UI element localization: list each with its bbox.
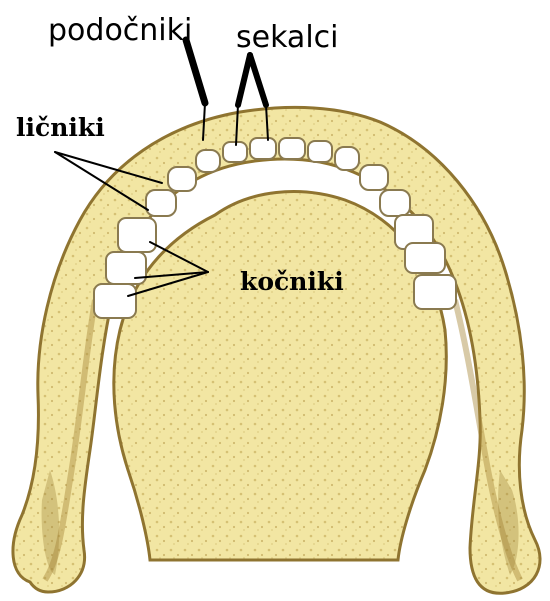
incisor-pointer xyxy=(250,55,266,105)
molar-tooth xyxy=(414,275,456,309)
incisor-tooth xyxy=(279,138,305,159)
molar-tooth xyxy=(94,284,136,318)
molar-tooth xyxy=(118,218,156,252)
premolar-tooth xyxy=(380,190,410,216)
incisor-tooth xyxy=(308,141,332,162)
premolar-tooth xyxy=(360,165,388,190)
canine-tooth xyxy=(196,150,220,172)
label-incisors: sekalci xyxy=(236,20,338,55)
molar-tooth xyxy=(106,252,146,284)
incisor-pointer xyxy=(238,55,250,105)
label-molars: kočniki xyxy=(240,267,344,296)
molar-tooth xyxy=(405,243,445,273)
canine-tooth xyxy=(335,147,359,170)
canine-pointer xyxy=(186,40,205,103)
incisor-tooth xyxy=(250,138,276,159)
label-premolars: ličniki xyxy=(16,113,105,142)
label-canines: podočniki xyxy=(48,13,192,48)
premolar-tooth xyxy=(168,167,196,191)
mandible-bone xyxy=(13,107,540,593)
premolar-tooth xyxy=(146,190,176,216)
